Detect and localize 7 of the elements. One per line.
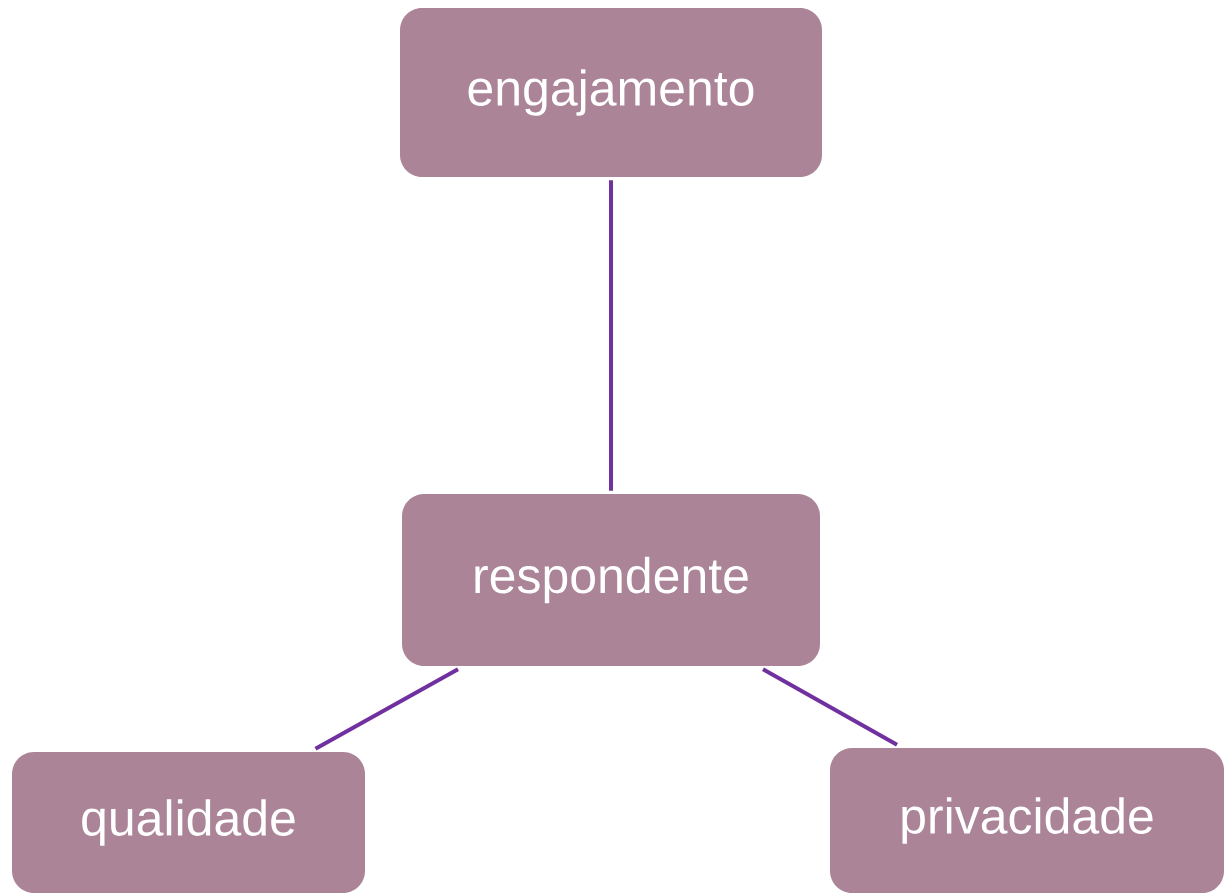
process-box: respondente: [402, 494, 820, 666]
process-box: privacidade: [830, 748, 1224, 893]
process-box: qualidade: [12, 752, 365, 893]
process-box: engajamento: [400, 8, 822, 177]
connector-line: [609, 180, 613, 491]
connector-line: [762, 667, 898, 747]
connector-line: [314, 667, 459, 751]
